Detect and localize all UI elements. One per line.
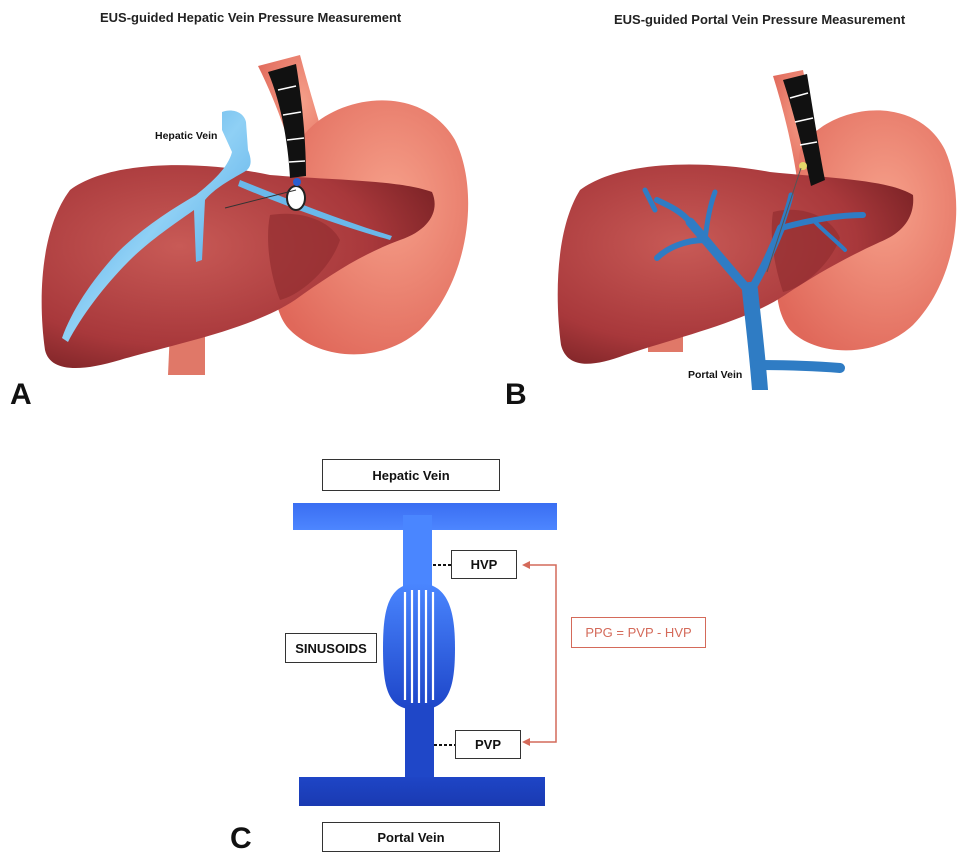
sinusoids-box: SINUSOIDS xyxy=(285,633,377,663)
panel-a-illustration xyxy=(0,0,480,380)
panel-b-illustration xyxy=(545,0,965,390)
hvp-box: HVP xyxy=(451,550,517,579)
panel-b-letter: B xyxy=(505,378,527,412)
panel-c-diagram xyxy=(0,475,967,855)
ppg-bracket xyxy=(524,565,556,742)
portal-vein-bar xyxy=(299,777,545,806)
ppg-formula-box: PPG = PVP - HVP xyxy=(571,617,706,648)
panel-c-letter: C xyxy=(230,822,252,856)
pvp-box: PVP xyxy=(455,730,521,759)
portal-vein-label: Portal Vein xyxy=(688,369,742,381)
panel-a-letter: A xyxy=(10,378,32,412)
hepatic-vein-label: Hepatic Vein xyxy=(155,130,217,142)
